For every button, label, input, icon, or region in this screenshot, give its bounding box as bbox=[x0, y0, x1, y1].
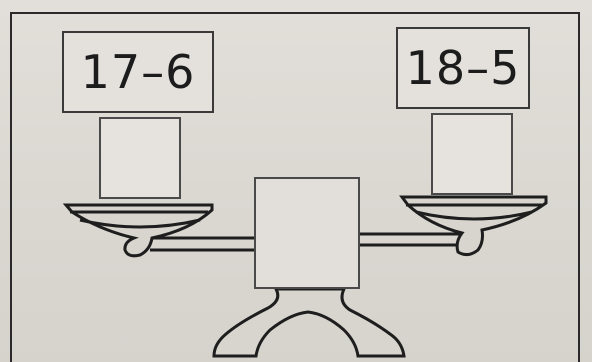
left-answer-box[interactable] bbox=[99, 117, 181, 199]
right-expression: 18–5 bbox=[406, 41, 521, 95]
left-expression-box: 17–6 bbox=[62, 31, 214, 113]
scale-stand bbox=[214, 289, 404, 356]
right-answer-box[interactable] bbox=[431, 113, 513, 195]
comparison-answer-box[interactable] bbox=[254, 177, 360, 289]
left-pan bbox=[66, 205, 212, 256]
right-expression-box: 18–5 bbox=[396, 27, 530, 109]
left-expression: 17–6 bbox=[81, 45, 196, 99]
